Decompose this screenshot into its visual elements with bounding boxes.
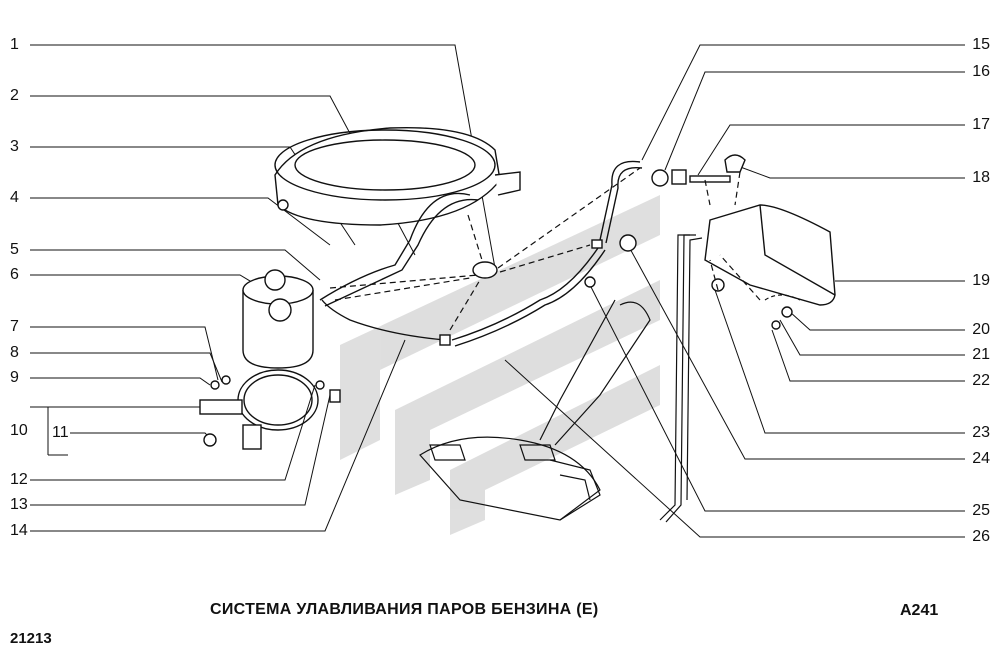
callout-16: 16 (972, 63, 990, 80)
callout-18: 18 (972, 169, 990, 186)
watermark-logo (340, 195, 660, 535)
callout-24: 24 (972, 450, 990, 467)
separator-tank (704, 204, 836, 306)
callout-2: 2 (10, 87, 19, 104)
canister (242, 269, 314, 369)
model-number: 21213 (10, 630, 52, 647)
callout-10: 10 (10, 422, 28, 439)
callout-26: 26 (972, 528, 990, 545)
callout-3: 3 (10, 138, 19, 155)
callout-20: 20 (972, 321, 990, 338)
callout-1: 1 (10, 36, 19, 53)
callout-13: 13 (10, 496, 28, 513)
callout-23: 23 (972, 424, 990, 441)
leader-lines-right (504, 44, 965, 538)
callout-9: 9 (10, 369, 19, 386)
callout-12: 12 (10, 471, 28, 488)
callout-7: 7 (10, 318, 19, 335)
callout-4: 4 (10, 189, 19, 206)
callout-19: 19 (972, 272, 990, 289)
assembly-arrows (329, 167, 801, 331)
callout-14: 14 (10, 522, 28, 539)
valves (439, 154, 793, 346)
diagram-caption: СИСТЕМА УЛАВЛИВАНИЯ ПАРОВ БЕНЗИНА (Е) (210, 601, 599, 618)
fuel-tank-lines (419, 234, 703, 523)
callout-22: 22 (972, 372, 990, 389)
callout-6: 6 (10, 266, 19, 283)
callout-11: 11 (52, 424, 69, 441)
figure-code: А241 (900, 602, 939, 619)
clamp-band (199, 369, 341, 450)
air-filter-housing (274, 126, 521, 226)
callout-25: 25 (972, 502, 990, 519)
callout-8: 8 (10, 344, 19, 361)
callout-21: 21 (972, 346, 990, 363)
callout-15: 15 (972, 36, 990, 53)
hoses (319, 160, 643, 347)
callout-17: 17 (972, 116, 990, 133)
callout-5: 5 (10, 241, 19, 258)
